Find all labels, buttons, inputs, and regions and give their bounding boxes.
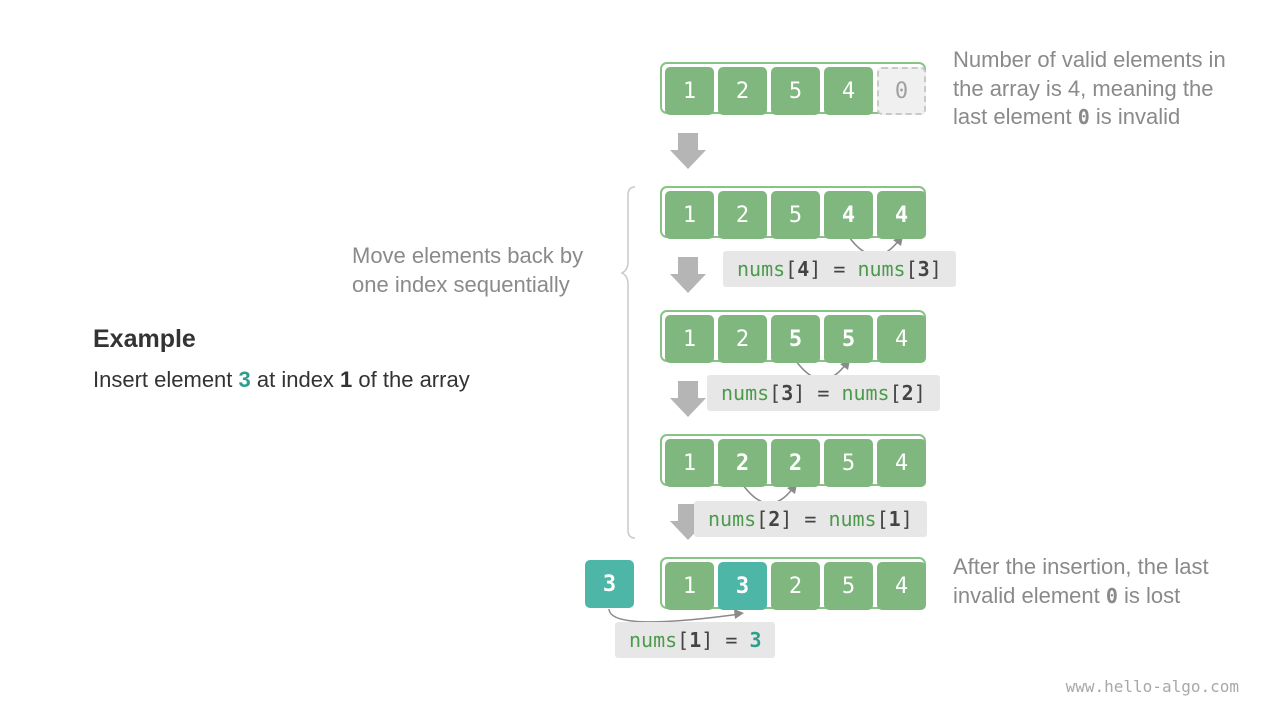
note-after-insertion: After the insertion, the last invalid el… <box>953 553 1209 610</box>
array-initial-cell-0: 1 <box>665 67 714 115</box>
note-after-line2-prefix: invalid element <box>953 582 1106 608</box>
array-step-2-cell-1: 2 <box>718 315 767 363</box>
array-step-3: 1 2 2 5 4 <box>660 434 926 487</box>
note-move-line2: one index sequentially <box>352 271 570 297</box>
note-valid-line3-prefix: last element <box>953 104 1078 129</box>
code-a-rhs-name: nums <box>857 257 906 281</box>
code-label-step-2: nums[3] = nums[2] <box>707 375 940 411</box>
array-step-2: 1 2 5 5 4 <box>660 310 926 363</box>
note-move-elements: Move elements back by one index sequenti… <box>352 242 583 299</box>
code-c-rhs-index: 1 <box>888 507 901 531</box>
array-initial-cell-4-invalid: 0 <box>877 67 926 115</box>
array-step-2-cell-3: 5 <box>824 315 873 363</box>
array-step-1-cell-3: 4 <box>824 191 873 239</box>
example-element: 3 <box>238 367 251 392</box>
code-d-eq: = <box>713 628 750 652</box>
note-move-line1: Move elements back by <box>352 243 584 268</box>
note-valid-line3: last element 0 is invalid <box>953 103 1226 132</box>
array-final-cell-0: 1 <box>665 562 714 610</box>
array-step-3-cell-0: 1 <box>665 439 714 487</box>
array-step-1: 1 2 5 4 4 <box>660 186 926 239</box>
array-final-cell-4: 4 <box>877 562 926 610</box>
down-arrow-1 <box>670 133 706 169</box>
note-valid-elements: Number of valid elements in the array is… <box>953 46 1226 132</box>
note-valid-line3-suffix: is invalid <box>1089 104 1181 129</box>
array-final-cell-2: 2 <box>771 562 820 610</box>
code-b-rhs-name: nums <box>841 381 890 405</box>
array-initial-cell-1: 2 <box>718 67 767 115</box>
example-description: Insert element 3 at index 1 of the array <box>93 367 470 393</box>
code-label-step-1: nums[4] = nums[3] <box>723 251 956 287</box>
array-initial: 1 2 5 4 0 <box>660 62 926 115</box>
array-step-3-cell-1: 2 <box>718 439 767 487</box>
code-b-eq: = <box>805 381 842 405</box>
array-final: 1 3 2 5 4 <box>660 557 926 610</box>
array-step-1-cell-0: 1 <box>665 191 714 239</box>
code-b-rhs-index: 2 <box>901 381 914 405</box>
move-bracket <box>620 186 636 539</box>
code-a-lhs-name: nums <box>737 257 786 281</box>
array-step-3-cell-3: 5 <box>824 439 873 487</box>
note-after-line2: invalid element 0 is lost <box>953 582 1209 611</box>
array-step-1-cell-2: 5 <box>771 191 820 239</box>
note-after-line2-suffix: is lost <box>1117 582 1181 608</box>
note-after-line2-code: 0 <box>1105 583 1118 608</box>
code-label-step-3: nums[2] = nums[1] <box>694 501 927 537</box>
array-initial-cell-2: 5 <box>771 67 820 115</box>
array-step-2-cell-0: 1 <box>665 315 714 363</box>
down-arrow-2 <box>670 257 706 293</box>
note-valid-line3-code: 0 <box>1077 105 1090 129</box>
code-label-insert: nums[1] = 3 <box>615 622 776 658</box>
array-final-cell-3: 5 <box>824 562 873 610</box>
array-step-1-cell-4: 4 <box>877 191 926 239</box>
array-initial-cell-3: 4 <box>824 67 873 115</box>
code-c-eq: = <box>792 507 829 531</box>
insert-arrow-head <box>734 609 744 619</box>
inserted-element: 3 <box>585 560 634 608</box>
example-index: 1 <box>340 367 353 392</box>
array-step-3-cell-2: 2 <box>771 439 820 487</box>
example-desc-suffix: of the array <box>352 367 470 392</box>
code-d-value: 3 <box>749 628 762 652</box>
array-step-3-cell-4: 4 <box>877 439 926 487</box>
note-valid-line1: Number of valid elements in <box>953 47 1226 72</box>
code-b-lhs-name: nums <box>721 381 770 405</box>
array-step-1-cell-1: 2 <box>718 191 767 239</box>
code-d-lhs-index: 1 <box>689 628 702 652</box>
site-watermark[interactable]: www.hello-algo.com <box>1065 677 1239 696</box>
example-title: Example <box>93 325 196 353</box>
example-desc-prefix: Insert element <box>93 367 239 392</box>
code-c-rhs-name: nums <box>828 507 877 531</box>
note-valid-line2: the array is 4, meaning the <box>953 75 1214 101</box>
array-step-2-cell-2: 5 <box>771 315 820 363</box>
note-after-line1: After the insertion, the last <box>953 554 1209 579</box>
code-d-lhs-name: nums <box>629 628 678 652</box>
array-step-2-cell-4: 4 <box>877 315 926 363</box>
array-final-cell-1-inserted: 3 <box>718 562 767 610</box>
code-b-lhs-index: 3 <box>781 381 794 405</box>
down-arrow-3 <box>670 381 706 417</box>
insert-arrow <box>608 608 741 623</box>
code-c-lhs-name: nums <box>708 507 757 531</box>
code-a-rhs-index: 3 <box>917 257 930 281</box>
code-a-lhs-index: 4 <box>797 257 810 281</box>
example-desc-middle: at index <box>250 367 341 392</box>
code-c-lhs-index: 2 <box>768 507 781 531</box>
code-a-eq: = <box>821 257 858 281</box>
